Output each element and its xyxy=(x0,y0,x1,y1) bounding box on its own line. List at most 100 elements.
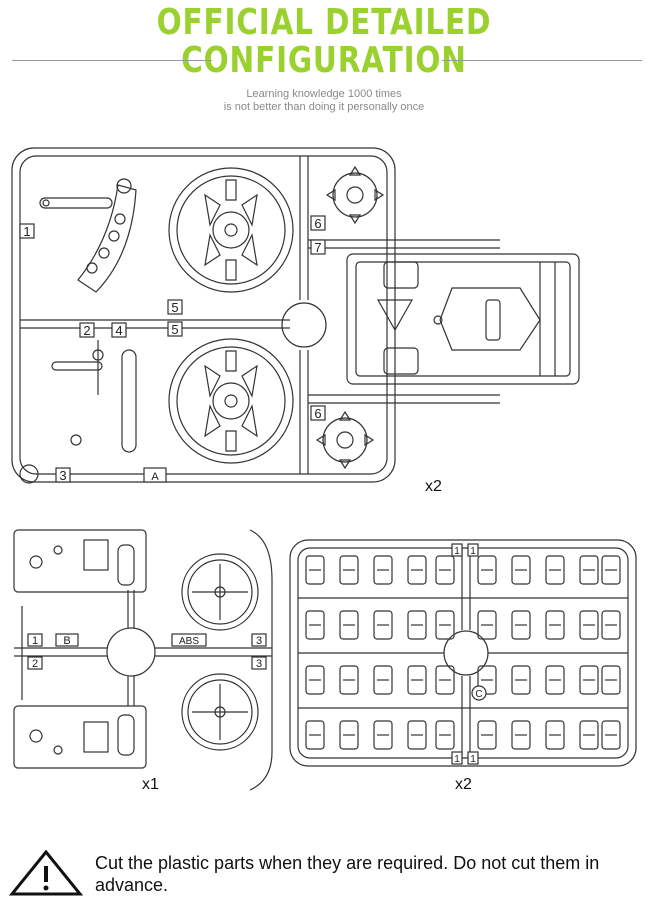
track-link-part xyxy=(305,610,325,640)
label-box-c1d xyxy=(467,751,479,765)
header-rule-right xyxy=(442,60,642,61)
track-link-part xyxy=(435,665,455,695)
title-line-2: CONFIGURATION xyxy=(181,40,467,81)
bracket-part-top xyxy=(13,529,147,593)
sprue-gate-circle xyxy=(19,464,39,484)
track-link-part xyxy=(339,720,359,750)
label-box-6b xyxy=(310,405,326,421)
subtitle-line-2: is not better than doing it personally o… xyxy=(223,101,425,113)
label-box-c1a xyxy=(451,543,463,557)
sprue-c-label-1b: 1 xyxy=(470,546,476,557)
track-link-part xyxy=(477,610,497,640)
sprue-a-frame xyxy=(11,147,396,483)
track-link-part xyxy=(435,720,455,750)
track-link-part xyxy=(407,665,427,695)
track-link-part xyxy=(305,665,325,695)
label-box-3 xyxy=(55,467,71,483)
label-box-b1 xyxy=(27,633,43,647)
label-box-4 xyxy=(111,322,127,338)
sprue-a-label-6a: 6 xyxy=(314,216,321,231)
track-link-part xyxy=(579,665,599,695)
gear-part-bottom xyxy=(315,410,375,470)
runner-hub xyxy=(281,302,327,348)
track-link-part xyxy=(545,555,565,585)
warning-text: Cut the plastic parts when they are requ… xyxy=(95,853,600,895)
track-link-part xyxy=(579,720,599,750)
sprue-c xyxy=(289,539,637,767)
chassis-frame-part xyxy=(346,253,580,385)
sprue-a-label-3: 3 xyxy=(59,468,66,483)
sprue-a-label-4: 4 xyxy=(115,323,122,338)
track-link-part xyxy=(511,555,531,585)
track-link-part xyxy=(435,555,455,585)
disc-part-top xyxy=(181,553,259,631)
sprue-a xyxy=(11,147,580,484)
label-box-2 xyxy=(79,322,95,338)
sprue-c-multiplier: x2 xyxy=(455,776,472,793)
disc-part-bottom xyxy=(181,673,259,751)
wheel-part-top xyxy=(168,167,294,293)
label-box-6a xyxy=(310,215,326,231)
label-box-1 xyxy=(19,223,35,239)
track-link-part xyxy=(407,720,427,750)
sprue-b-label-2: 2 xyxy=(32,658,38,670)
track-link-part xyxy=(477,720,497,750)
track-link-part xyxy=(373,720,393,750)
sprue-a-label-7: 7 xyxy=(314,240,321,255)
label-box-b3b xyxy=(251,656,267,670)
sprue-c-hub xyxy=(443,630,489,676)
label-box-c1b xyxy=(467,543,479,557)
sprue-a-label-5b: 5 xyxy=(171,322,178,337)
track-link-part xyxy=(339,555,359,585)
sprue-a-label-6b: 6 xyxy=(314,406,321,421)
track-link-part xyxy=(435,610,455,640)
sprue-b-label-3b: 3 xyxy=(256,658,262,670)
track-link-part xyxy=(407,610,427,640)
track-link-part xyxy=(339,665,359,695)
sprue-a-frame-inner xyxy=(19,155,388,475)
bracket-part-bottom xyxy=(13,705,147,769)
sprue-a-multiplier: x2 xyxy=(425,478,442,495)
sprue-b xyxy=(13,529,273,791)
track-link-part xyxy=(339,610,359,640)
sprue-c-frame xyxy=(289,539,637,767)
label-box-5b xyxy=(167,321,183,337)
track-link-part xyxy=(511,610,531,640)
track-link-part xyxy=(579,610,599,640)
label-box-c xyxy=(471,685,487,701)
label-box-c1c xyxy=(451,751,463,765)
track-link-part xyxy=(407,555,427,585)
sprue-a-label-5a: 5 xyxy=(171,300,178,315)
sprue-c-label-1d: 1 xyxy=(470,754,476,765)
track-link-part xyxy=(579,555,599,585)
track-link-part xyxy=(601,665,621,695)
label-box-7 xyxy=(310,239,326,255)
sprue-a-label-1: 1 xyxy=(23,224,30,239)
track-link-part xyxy=(373,555,393,585)
sprue-c-label-c: C xyxy=(475,689,482,700)
wheel-part-bottom xyxy=(168,338,294,464)
track-link-part xyxy=(601,720,621,750)
small-link-part xyxy=(51,361,103,371)
track-link-part xyxy=(373,610,393,640)
header-rule-left xyxy=(12,60,212,61)
track-link-grid xyxy=(305,555,621,750)
sprue-a-label-2: 2 xyxy=(83,323,90,338)
track-link-part xyxy=(373,665,393,695)
subtitle-line-1: Learning knowledge 1000 times xyxy=(246,88,402,100)
curved-arm-part xyxy=(77,184,137,293)
sprue-b-label-1: 1 xyxy=(32,635,38,647)
title-line-1: OFFICIAL DETAILED xyxy=(156,2,492,43)
label-box-b2 xyxy=(27,656,43,670)
track-link-part xyxy=(545,720,565,750)
track-link-part xyxy=(601,610,621,640)
label-box-b xyxy=(55,633,79,647)
label-box-b3a xyxy=(251,633,267,647)
track-link-part xyxy=(545,610,565,640)
label-box-abs xyxy=(171,633,207,647)
track-link-part xyxy=(305,720,325,750)
label-box-a xyxy=(143,467,167,483)
sprue-c-label-1a: 1 xyxy=(454,546,460,557)
link-bar-part xyxy=(39,197,113,209)
